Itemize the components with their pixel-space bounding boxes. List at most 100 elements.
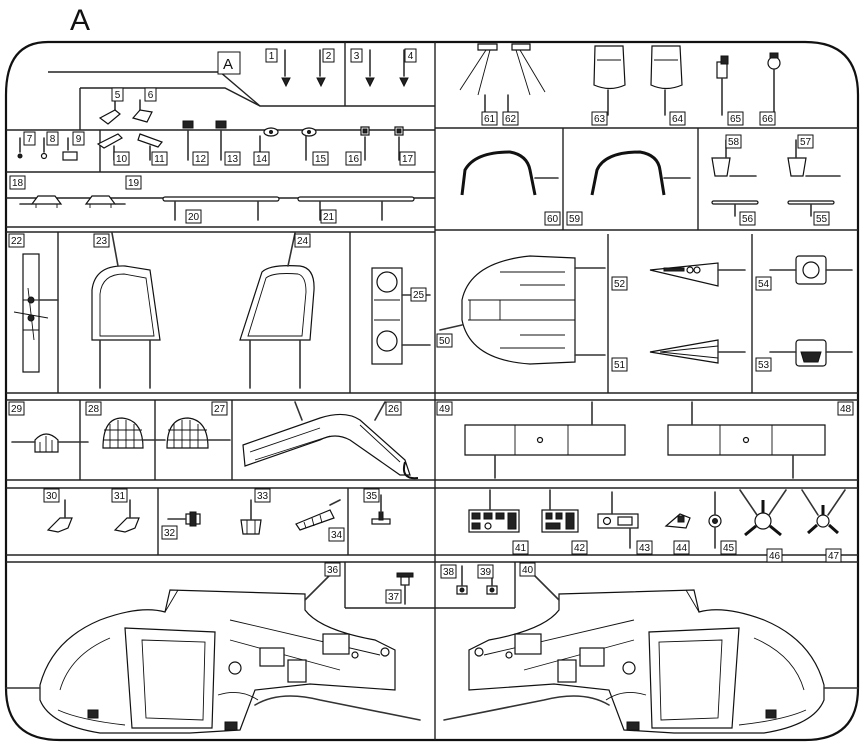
part-label-box <box>502 111 519 126</box>
part-label-9: 9 <box>72 131 85 146</box>
part-6 <box>131 99 153 123</box>
part-24 <box>239 232 315 389</box>
part-number: 6 <box>148 90 154 101</box>
part-number: 57 <box>800 137 812 148</box>
sprue-rails <box>6 42 858 740</box>
part-number: 20 <box>188 212 200 223</box>
part-label-box <box>151 151 168 166</box>
part-label-box <box>9 175 26 190</box>
part-number: 9 <box>76 134 82 145</box>
part-label-box <box>111 87 124 102</box>
part-label-box <box>125 175 142 190</box>
part-number: 46 <box>769 551 781 562</box>
part-label-34: 34 <box>328 527 345 542</box>
part-label-55: 55 <box>813 211 830 226</box>
part-number: 4 <box>408 51 414 62</box>
part-label-65: 65 <box>727 111 744 126</box>
part-label-box <box>410 287 427 302</box>
part-label-5: 5 <box>111 87 124 102</box>
part-number: 44 <box>676 543 688 554</box>
part-number: 40 <box>522 565 534 576</box>
part-label-1: 1 <box>265 48 278 63</box>
part-label-29: 29 <box>8 401 25 416</box>
part-label-35: 35 <box>363 488 380 503</box>
part-label-box <box>813 211 830 226</box>
part-label-box <box>519 562 536 577</box>
part-number: 3 <box>354 51 360 62</box>
part-label-box <box>185 209 202 224</box>
part-label-28: 28 <box>85 401 102 416</box>
part-55 <box>787 200 835 217</box>
part-label-16: 16 <box>345 151 362 166</box>
part-label-54: 54 <box>755 276 772 291</box>
part-57 <box>787 139 841 177</box>
part-label-box <box>23 131 36 146</box>
part-label-box <box>727 111 744 126</box>
part-label-51: 51 <box>611 357 628 372</box>
part-label-41: 41 <box>512 540 529 555</box>
part-label-box <box>113 151 130 166</box>
part-label-box <box>766 548 783 563</box>
part-number: 28 <box>88 404 100 415</box>
part-number: 22 <box>11 236 23 247</box>
part-label-50: 50 <box>436 333 453 348</box>
part-label-8: 8 <box>46 131 59 146</box>
part-number: 33 <box>257 491 269 502</box>
part-label-box <box>611 276 628 291</box>
part-4 <box>399 49 409 88</box>
part-34 <box>295 499 341 531</box>
part-label-53: 53 <box>755 357 772 372</box>
part-label-box <box>512 540 529 555</box>
part-11 <box>137 133 163 161</box>
part-49 <box>464 401 626 479</box>
sprue-letter: A <box>70 4 90 37</box>
part-29 <box>11 433 89 453</box>
sprue-tag-letter: A <box>223 56 233 73</box>
part-label-26: 26 <box>385 401 402 416</box>
part-label-63: 63 <box>591 111 608 126</box>
part-35 <box>371 494 391 525</box>
part-number: 7 <box>27 134 33 145</box>
part-number: 58 <box>728 137 740 148</box>
part-46 <box>739 489 787 537</box>
part-number: 60 <box>547 214 559 225</box>
part-59 <box>590 150 691 196</box>
part-label-6: 6 <box>144 87 157 102</box>
part-label-box <box>144 87 157 102</box>
part-label-box <box>8 233 25 248</box>
part-label-7: 7 <box>23 131 36 146</box>
part-28 <box>102 417 166 449</box>
part-label-45: 45 <box>720 540 737 555</box>
part-13 <box>215 120 227 161</box>
part-label-box <box>440 564 457 579</box>
part-number: 17 <box>402 154 414 165</box>
part-56 <box>711 200 759 217</box>
part-47 <box>801 489 846 535</box>
part-label-64: 64 <box>669 111 686 126</box>
part-label-box <box>477 564 494 579</box>
part-label-box <box>345 151 362 166</box>
part-number: 47 <box>828 551 840 562</box>
part-number: 39 <box>480 567 492 578</box>
part-label-27: 27 <box>211 401 228 416</box>
part-label-box <box>350 48 363 63</box>
part-18 <box>19 195 63 208</box>
part-40 <box>443 574 859 734</box>
part-number: 27 <box>214 404 226 415</box>
part-label-box <box>253 151 270 166</box>
part-label-box <box>324 562 341 577</box>
part-number: 32 <box>164 528 176 539</box>
part-number: 49 <box>439 404 451 415</box>
part-number: 34 <box>331 530 343 541</box>
part-label-box <box>669 111 686 126</box>
part-3 <box>365 49 375 88</box>
part-label-66: 66 <box>759 111 776 126</box>
part-number: 8 <box>50 134 56 145</box>
part-label-box <box>211 401 228 416</box>
part-number: 18 <box>12 178 24 189</box>
part-52 <box>649 262 746 287</box>
part-number: 30 <box>46 491 58 502</box>
part-label-box <box>254 488 271 503</box>
part-number: 23 <box>96 236 108 247</box>
